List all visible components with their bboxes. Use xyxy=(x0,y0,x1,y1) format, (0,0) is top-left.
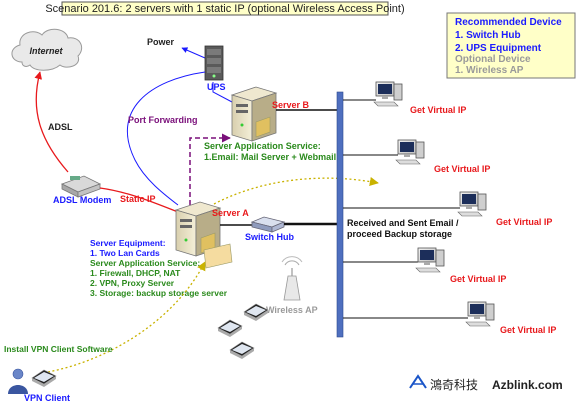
server-a-equipment-heading: Server Equipment: xyxy=(90,238,166,248)
adsl-label: ADSL xyxy=(48,122,73,132)
server-a-equipment-line-1: 1. Two Lan Cards xyxy=(90,248,160,258)
static-ip-label: Static IP xyxy=(120,194,156,204)
desktop-pc-icon xyxy=(395,139,425,165)
switch-hub-label: Switch Hub xyxy=(245,232,295,242)
desktop-pc-icon xyxy=(415,247,445,273)
recommended-item-2: 2. UPS Equipment xyxy=(455,43,542,54)
brand-logo-icon xyxy=(409,374,427,389)
power-label: Power xyxy=(147,37,175,47)
laptop-icon xyxy=(217,319,243,337)
ups-to-server-a xyxy=(126,71,206,206)
server-b-label: Server B xyxy=(272,100,310,110)
vpn-tunnel-link xyxy=(47,261,206,373)
adsl-modem-label: ADSL Modem xyxy=(53,195,111,205)
power-arrow xyxy=(181,47,206,59)
ups-icon xyxy=(204,45,224,81)
static-ip-link xyxy=(99,187,179,213)
laptop-icon xyxy=(229,341,255,359)
port-forwarding-link xyxy=(189,133,231,205)
adsl-modem-icon xyxy=(60,175,102,198)
vpn-client-icon xyxy=(8,368,57,394)
recommended-device-box: Recommended Device 1. Switch Hub 2. UPS … xyxy=(446,12,576,79)
vpn-client-software-label: Install VPN Client Software xyxy=(4,344,113,354)
backup-flow-link xyxy=(213,177,379,205)
server-a-label: Server A xyxy=(212,208,249,218)
title-box: Scenario 201.6: 2 servers with 1 static … xyxy=(45,1,405,16)
ups-label: UPS xyxy=(207,82,226,92)
virtual-ip-label: Get Virtual IP xyxy=(434,164,490,174)
server-b-icon xyxy=(230,86,278,142)
switch-hub-icon xyxy=(250,216,286,233)
backup-note-line-1: Received and Sent Email / xyxy=(347,218,459,228)
ups-to-server-b xyxy=(212,82,233,103)
desktop-pc-icon xyxy=(465,301,495,327)
recommended-item-1: 1. Switch Hub xyxy=(455,30,521,41)
virtual-ip-label: Get Virtual IP xyxy=(450,274,506,284)
optional-heading: Optional Device xyxy=(455,54,531,65)
desktop-pc-icon xyxy=(373,81,403,107)
server-a-icon xyxy=(174,201,233,269)
backup-note-line-2: proceed Backup storage xyxy=(347,229,452,239)
recommended-heading: Recommended Device xyxy=(455,17,562,28)
brand-chinese: 鴻奇科技 xyxy=(430,378,478,392)
diagram-title: Scenario 201.6: 2 servers with 1 static … xyxy=(45,3,404,15)
vpn-client-label: VPN Client xyxy=(24,393,70,403)
desktop-pc-icon xyxy=(457,191,487,217)
virtual-ip-label: Get Virtual IP xyxy=(410,105,466,115)
internet-label: Internet xyxy=(29,46,63,56)
server-a-service-heading: Server Application Service: xyxy=(90,258,200,268)
wireless-ap-icon xyxy=(281,256,303,301)
internet-cloud: Internet xyxy=(11,28,83,71)
optional-item-1: 1. Wireless AP xyxy=(455,65,524,76)
network-backbone xyxy=(336,91,344,338)
laptop-icon xyxy=(243,303,269,321)
wireless-ap-label: Wireless AP xyxy=(266,305,318,315)
server-a-service-line-3: 3. Storage: backup storage server xyxy=(90,288,228,298)
server-b-service-line-1: 1.Email: Mail Server + Webmail xyxy=(204,152,336,162)
virtual-ip-label: Get Virtual IP xyxy=(500,325,556,335)
server-b-service-heading: Server Application Service: xyxy=(204,141,321,151)
port-forwarding-label: Port Forwarding xyxy=(128,115,198,125)
brand-english: Azblink.com xyxy=(492,378,563,392)
virtual-ip-label: Get Virtual IP xyxy=(496,217,552,227)
server-a-service-line-2: 2. VPN, Proxy Server xyxy=(90,278,175,288)
server-a-service-line-1: 1. Firewall, DHCP, NAT xyxy=(90,268,181,278)
adsl-link xyxy=(34,71,69,173)
